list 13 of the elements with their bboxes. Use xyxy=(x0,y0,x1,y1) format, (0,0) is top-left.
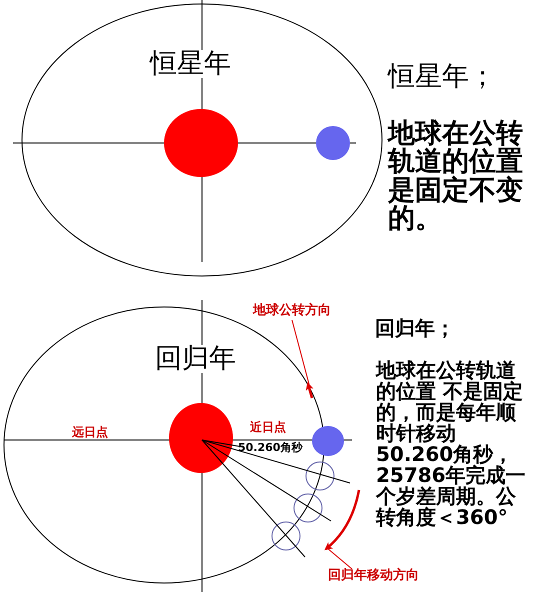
leader-line xyxy=(292,320,310,384)
aphelion-label: 远日点 xyxy=(72,426,109,439)
callout-label: 回归年移动方向 xyxy=(328,569,458,583)
description-text: 地球在公转轨道的位置是固定不变的。 xyxy=(388,120,524,234)
callout-label: 地球公转方向 xyxy=(253,304,363,318)
angle-label: 50.260角秒 xyxy=(238,442,304,454)
perihelion-label: 近日点 xyxy=(250,421,287,434)
orbit-title: 恒星年 xyxy=(150,50,231,78)
orbit-title: 回归年 xyxy=(155,345,236,374)
description-text: 地球在公转轨道的位置 不是固定的，而是每年顺时针移动50.260角秒，25786年完成一个岁差周期。公转角度＜360° xyxy=(376,360,527,528)
leader-line xyxy=(326,548,352,570)
heading: 回归年； xyxy=(375,318,456,339)
heading: 恒星年； xyxy=(388,63,497,92)
